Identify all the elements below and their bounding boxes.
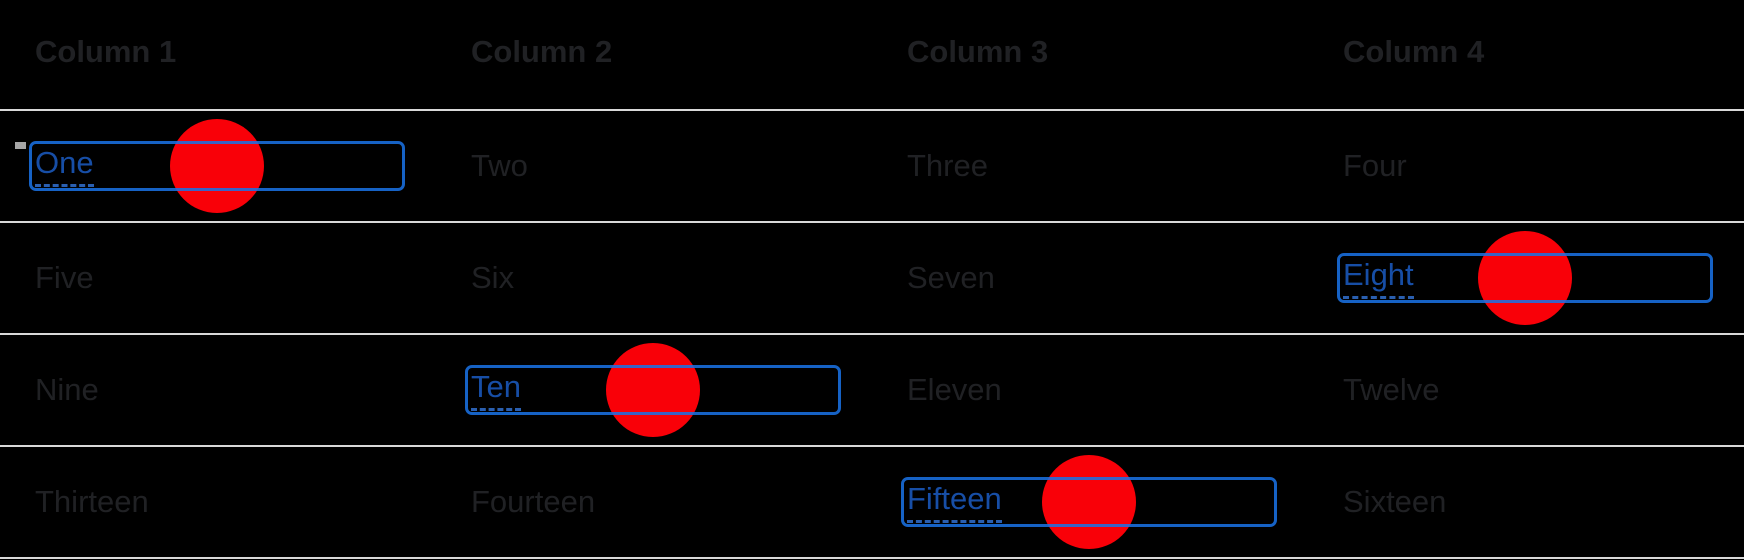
table-row: Five Six Seven Eight	[0, 222, 1744, 334]
cell-text: Nine	[35, 372, 99, 407]
table-header-row: Column 1 Column 2 Column 3 Column 4	[0, 0, 1744, 104]
cell-text: Ten	[471, 369, 521, 411]
cell-text: Eleven	[907, 372, 1002, 407]
row-divider	[0, 333, 1744, 335]
cell-r3c2[interactable]: Ten	[436, 369, 872, 411]
table-row: Thirteen Fourteen Fifteen Sixteen	[0, 446, 1744, 558]
cell-text: Eight	[1343, 257, 1414, 299]
tap-circle-icon	[606, 343, 700, 437]
tap-circle-icon	[170, 119, 264, 213]
cell-r3c1[interactable]: Nine	[0, 372, 436, 408]
cell-r1c1[interactable]: One	[0, 145, 436, 187]
column-header-2: Column 2	[471, 34, 613, 69]
caret-artifact	[15, 142, 26, 149]
cell-r3c4[interactable]: Twelve	[1308, 372, 1744, 408]
cell-r4c1[interactable]: Thirteen	[0, 484, 436, 520]
cell-r4c4[interactable]: Sixteen	[1308, 484, 1744, 520]
table-row: One Two Three Four	[0, 110, 1744, 222]
cell-r1c4[interactable]: Four	[1308, 148, 1744, 184]
cell-r3c3[interactable]: Eleven	[872, 372, 1308, 408]
focus-ring-cell-eight	[1337, 253, 1713, 303]
cell-text: Five	[35, 260, 94, 295]
row-divider	[0, 557, 1744, 559]
cell-r2c4[interactable]: Eight	[1308, 257, 1744, 299]
cell-text: Thirteen	[35, 484, 149, 519]
focus-ring-cell-ten	[465, 365, 841, 415]
table-row: Nine Ten Eleven Twelve	[0, 334, 1744, 446]
cell-r4c3[interactable]: Fifteen	[872, 481, 1308, 523]
cell-r2c1[interactable]: Five	[0, 260, 436, 296]
row-divider	[0, 445, 1744, 447]
cell-text: Three	[907, 148, 988, 183]
cell-r2c2[interactable]: Six	[436, 260, 872, 296]
cell-text: Fifteen	[907, 481, 1002, 523]
cell-text: Four	[1343, 148, 1407, 183]
cell-text: Six	[471, 260, 515, 295]
cell-text: Two	[471, 148, 528, 183]
cell-r2c3[interactable]: Seven	[872, 260, 1308, 296]
cell-r1c2[interactable]: Two	[436, 148, 872, 184]
cell-text: One	[35, 145, 94, 187]
column-header-3: Column 3	[907, 34, 1049, 69]
cell-r1c3[interactable]: Three	[872, 148, 1308, 184]
tap-circle-icon	[1478, 231, 1572, 325]
row-divider	[0, 221, 1744, 223]
cell-text: Seven	[907, 260, 995, 295]
column-header-4: Column 4	[1343, 34, 1485, 69]
tap-circle-icon	[1042, 455, 1136, 549]
focus-ring-cell-fifteen	[901, 477, 1277, 527]
focus-ring-cell-one	[29, 141, 405, 191]
cell-r4c2[interactable]: Fourteen	[436, 484, 872, 520]
cell-text: Fourteen	[471, 484, 596, 519]
column-header-1: Column 1	[35, 34, 177, 69]
cell-text: Sixteen	[1343, 484, 1447, 519]
cell-text: Twelve	[1343, 372, 1440, 407]
row-divider	[0, 109, 1744, 111]
